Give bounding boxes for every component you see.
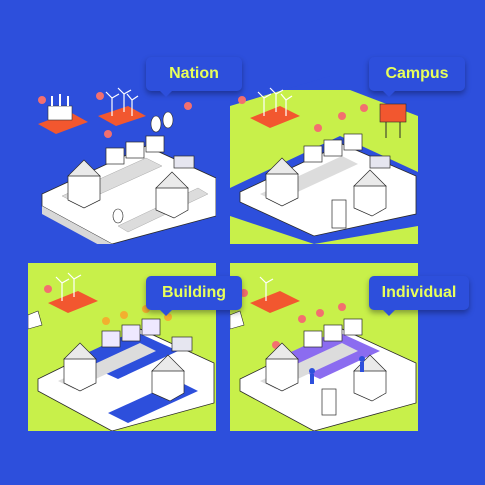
building-label: Building	[146, 276, 242, 316]
individual-label: Individual	[369, 276, 469, 316]
campus-label: Campus	[369, 57, 465, 97]
building-city-illustration	[28, 263, 216, 431]
campus-city-illustration	[230, 76, 418, 244]
location-pin-icon	[238, 96, 368, 132]
wind-farm-icon	[48, 291, 98, 313]
wind-farm-icon	[250, 106, 300, 128]
wind-farm-icon	[98, 106, 146, 126]
individual-city-illustration	[230, 263, 418, 431]
campus-panel	[230, 76, 418, 244]
nation-panel	[28, 76, 216, 244]
solar-farm-icon	[38, 112, 88, 134]
wind-farm-icon	[250, 291, 300, 313]
individual-panel	[230, 263, 418, 431]
person-icon	[309, 356, 365, 384]
location-pin-icon	[38, 92, 192, 138]
building-panel	[28, 263, 216, 431]
nation-label: Nation	[146, 57, 242, 97]
nation-city-illustration	[28, 76, 216, 244]
